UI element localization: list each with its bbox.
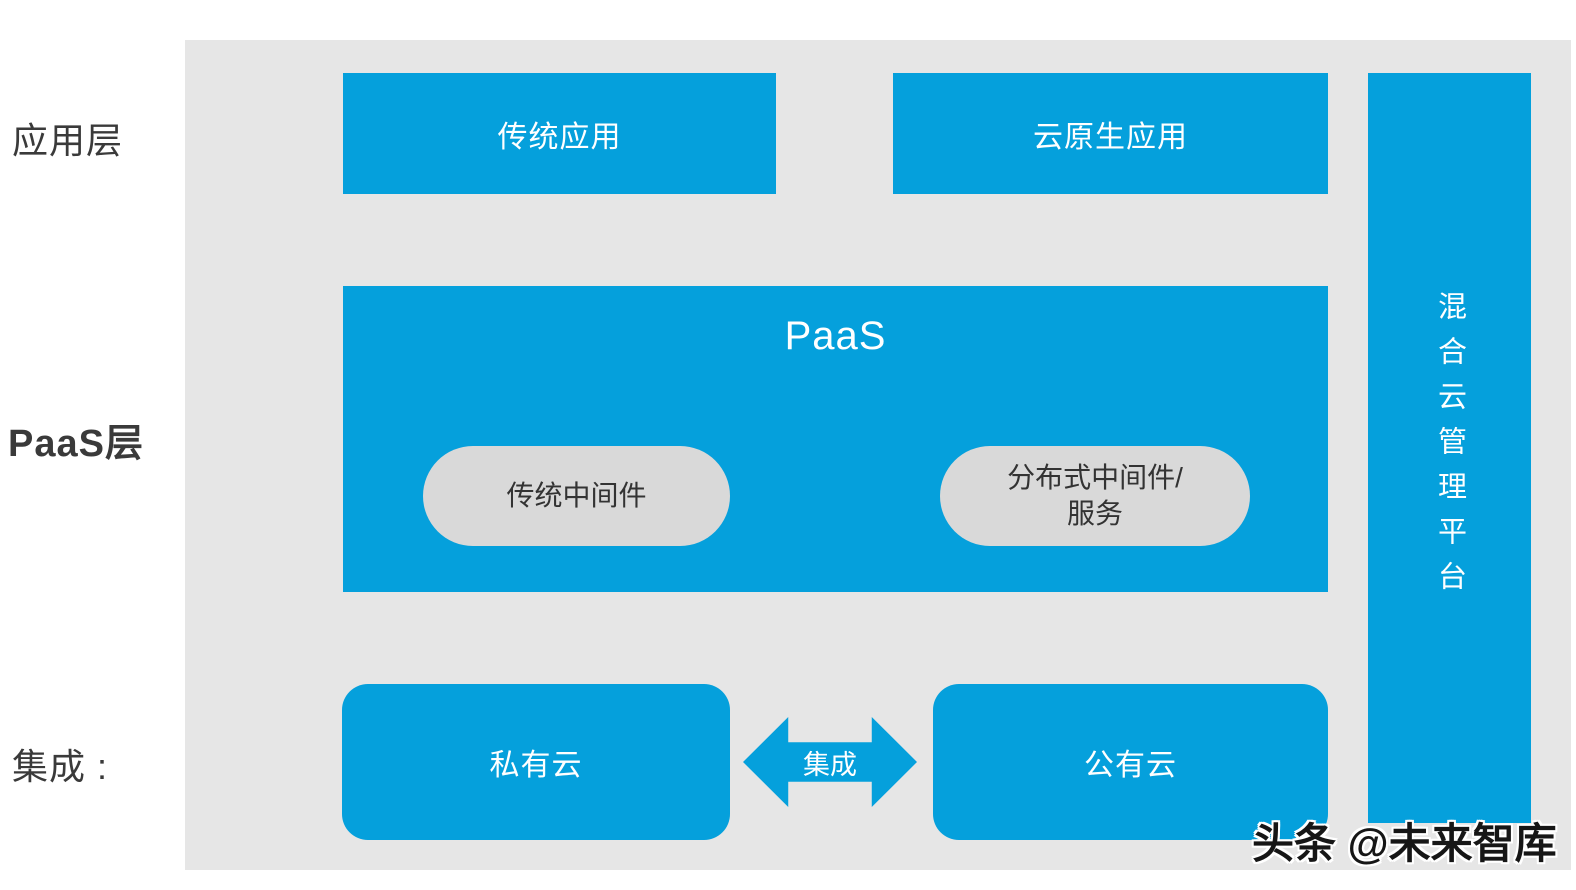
private-cloud-box: 私有云 — [342, 684, 730, 840]
integration-arrow-label: 集成 — [803, 749, 857, 780]
traditional-app-box: 传统应用 — [343, 73, 776, 194]
integration-label: 集成 : — [12, 746, 109, 787]
watermark: 头条 @未来智库 — [1252, 820, 1557, 867]
distributed-middleware-pill: 分布式中间件/ 服务 — [940, 446, 1250, 546]
distributed-middleware-line1: 分布式中间件/ — [1007, 461, 1183, 493]
paas-box: PaaS 传统中间件 分布式中间件/ 服务 — [343, 286, 1328, 592]
hybrid-cloud-platform-bar: 混合云管理平台 — [1368, 73, 1531, 823]
public-cloud-box: 公有云 — [933, 684, 1328, 840]
app-layer-label: 应用层 — [12, 120, 124, 161]
traditional-middleware-pill: 传统中间件 — [423, 446, 730, 546]
paas-layer-label: PaaS层 — [8, 423, 144, 465]
hybrid-cloud-platform-label: 混合云管理平台 — [1433, 290, 1466, 606]
cloud-native-app-box: 云原生应用 — [893, 73, 1328, 194]
distributed-middleware-line2: 服务 — [1066, 498, 1123, 529]
paas-box-title: PaaS — [784, 314, 887, 358]
